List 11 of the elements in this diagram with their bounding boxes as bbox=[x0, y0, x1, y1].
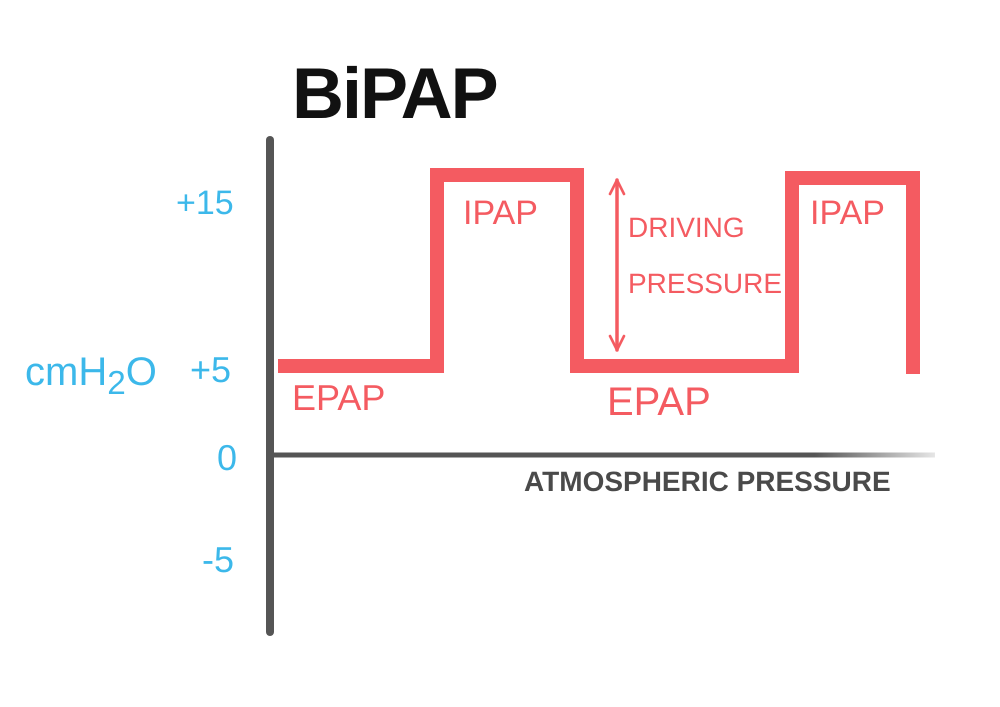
phase-label: EPAP bbox=[607, 382, 711, 422]
axis-tick-label: +15 bbox=[176, 186, 234, 220]
axis-unit-label: cmH$_{2}$O bbox=[25, 352, 157, 400]
phase-label: IPAP bbox=[463, 196, 538, 230]
phase-label: IPAP bbox=[810, 196, 885, 230]
phase-label: EPAP bbox=[292, 380, 386, 416]
axis-tick-label: 0 bbox=[217, 440, 238, 476]
axis-tick-label: -5 bbox=[202, 542, 234, 578]
baseline-label: ATMOSPHERIC PRESSURE bbox=[524, 468, 891, 496]
chart-title: BiPAP bbox=[292, 58, 497, 130]
axis-tick-label: +5 bbox=[190, 352, 232, 388]
